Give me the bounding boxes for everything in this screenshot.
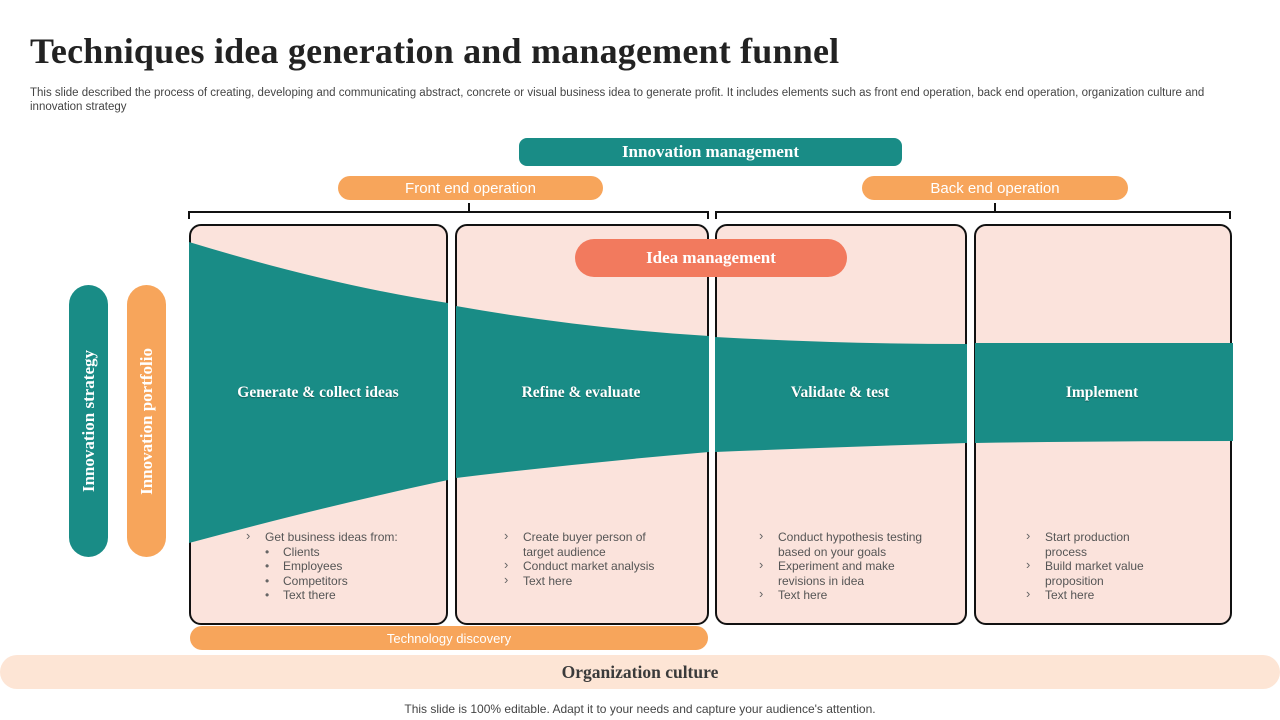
stage-1-sub-bullet: Clients — [265, 545, 440, 560]
stage-1-sub-bullet: Employees — [265, 559, 440, 574]
funnel-segment-1 — [189, 242, 448, 543]
stage-4-bullet: Text here — [1025, 587, 1175, 603]
stage-2-details: Create buyer person of target audience C… — [503, 529, 668, 589]
front-end-operation-label: Front end operation — [338, 176, 603, 200]
funnel-segment-4 — [975, 343, 1233, 443]
idea-management-label: Idea management — [575, 239, 847, 277]
funnel-segment-3 — [715, 337, 967, 452]
page-subtitle: This slide described the process of crea… — [30, 87, 1205, 113]
stage-2-bullet: Create buyer person of target audience — [503, 529, 668, 559]
stage-4-details: Start production process Build market va… — [1025, 529, 1175, 603]
stage-1-sub-bullet: Text there — [265, 588, 440, 603]
stage-4-bullet: Start production process — [1025, 529, 1175, 559]
back-end-operation-label: Back end operation — [862, 176, 1128, 200]
stage-2-bullet: Text here — [503, 573, 668, 589]
operation-braces — [188, 203, 1231, 219]
technology-discovery-bar: Technology discovery — [190, 626, 708, 650]
stage-3-bullet: Text here — [758, 587, 936, 603]
front-end-brace — [188, 203, 709, 219]
stage-4-bullet: Build market value proposition — [1025, 558, 1175, 588]
footer-note: This slide is 100% editable. Adapt it to… — [404, 702, 876, 716]
stage-1-bullet: Get business ideas from: Clients Employe… — [245, 529, 440, 603]
stage-3-label: Validate & test — [790, 384, 890, 401]
innovation-strategy-bar: Innovation strategy — [69, 285, 108, 557]
stage-2-label: Refine & evaluate — [521, 384, 641, 401]
stage-4-label: Implement — [1065, 384, 1139, 401]
stage-3-details: Conduct hypothesis testing based on your… — [758, 529, 936, 603]
organization-culture-bar: Organization culture — [0, 655, 1280, 689]
funnel-segment-2 — [456, 306, 709, 478]
stage-1-sub-bullet: Competitors — [265, 574, 440, 589]
innovation-portfolio-bar: Innovation portfolio — [127, 285, 166, 557]
page-title: Techniques idea generation and managemen… — [30, 31, 840, 71]
innovation-management-label: Innovation management — [519, 138, 902, 166]
stage-1-details: Get business ideas from: Clients Employe… — [245, 529, 440, 603]
stage-3-bullet: Conduct hypothesis testing based on your… — [758, 529, 936, 559]
stage-1-label: Generate & collect ideas — [237, 384, 399, 401]
back-end-brace — [715, 203, 1231, 219]
stage-3-bullet: Experiment and make revisions in idea — [758, 558, 936, 588]
stage-2-bullet: Conduct market analysis — [503, 558, 668, 574]
